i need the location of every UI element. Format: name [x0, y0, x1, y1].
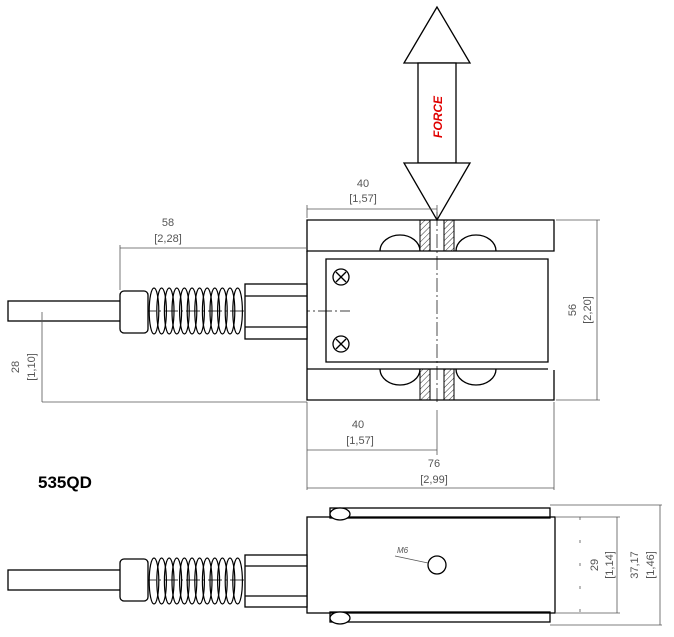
force-label: FORCE: [431, 95, 445, 138]
dim-top-40-in: [1,57]: [349, 193, 377, 205]
dim-top-40-mm: 40: [357, 178, 369, 190]
spring-coil: [201, 287, 213, 335]
dim-side-29-in: [1,14]: [604, 551, 616, 579]
spring-coil: [163, 557, 175, 605]
model-label: 535QD: [38, 473, 92, 492]
thread-label: M6: [397, 546, 409, 555]
spring-coil: [186, 287, 198, 335]
dim-bottom-40-in: [1,57]: [346, 435, 374, 447]
spring-coil: [186, 557, 198, 605]
force-arrow: [402, 5, 472, 222]
spring-coil: [232, 287, 244, 335]
dim-cable-28-in: [1,10]: [26, 353, 38, 381]
spring-coil: [171, 287, 183, 335]
top-threaded-hole: [419, 219, 455, 252]
dim-height-56-in: [2,20]: [582, 296, 594, 324]
dim-side-29-mm: 29: [589, 559, 601, 571]
spring-coil: [178, 557, 190, 605]
dimension-lines: [41, 205, 662, 626]
spring-coil: [232, 557, 244, 605]
spring-coil: [156, 287, 168, 335]
dim-left-58-in: [2,28]: [154, 233, 182, 245]
bottom-threaded-hole: [419, 368, 455, 401]
dim-width-76-mm: 76: [428, 458, 440, 470]
cable-front-view: [7, 283, 308, 340]
spring-coil: [224, 557, 236, 605]
spring-coil: [194, 287, 206, 335]
spring-coil: [148, 287, 160, 335]
dim-left-58-mm: 58: [162, 217, 174, 229]
spring-coil: [216, 287, 228, 335]
spring-coil: [178, 287, 190, 335]
spring-coil: [201, 557, 213, 605]
dim-bottom-40-mm: 40: [352, 419, 364, 431]
spring-coil: [156, 557, 168, 605]
thread-leader: [394, 555, 429, 564]
spring-coil: [148, 557, 160, 605]
dim-cable-28-mm: 28: [10, 361, 22, 373]
dim-side-37-in: [1,46]: [645, 551, 657, 579]
spring-coil: [194, 557, 206, 605]
spring-coil: [224, 287, 236, 335]
load-cell-side-view: [7, 507, 556, 625]
spring-coil: [216, 557, 228, 605]
dim-height-56-mm: 56: [567, 304, 579, 316]
spring-coil: [163, 287, 175, 335]
spring-coil: [209, 287, 221, 335]
spring-coil: [209, 557, 221, 605]
dim-side-37-mm: 37,17: [629, 551, 641, 579]
dim-width-76-in: [2,99]: [420, 474, 448, 486]
spring-coil: [171, 557, 183, 605]
